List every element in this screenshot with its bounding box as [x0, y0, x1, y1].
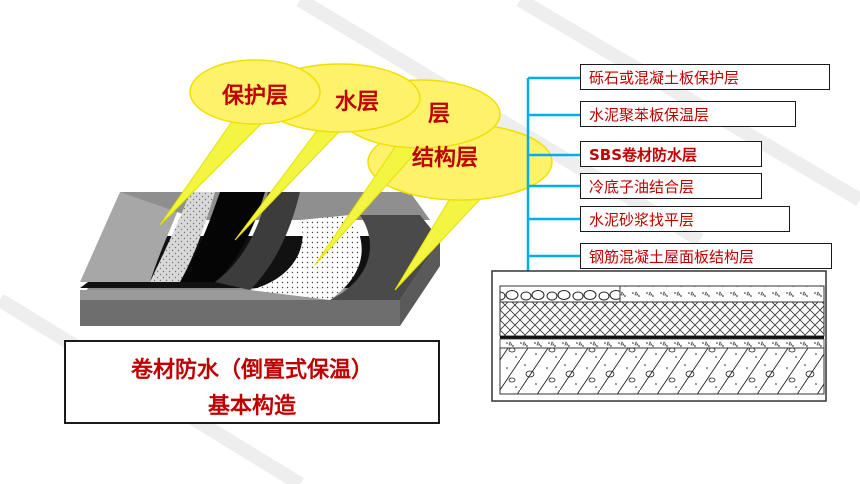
bubble-label-structure: 结构层 — [412, 146, 479, 171]
bubble-label-waterproof: 水层 — [335, 90, 380, 115]
layer-label-screed: 水泥砂浆找平层 — [580, 206, 790, 232]
bubble-label-protective: 保护层 — [222, 84, 289, 109]
cross-section-drawing — [491, 270, 827, 402]
layer-label-membrane: SBS卷材防水层 — [580, 141, 762, 167]
layer-label-slab: 钢筋混凝土屋面板结构层 — [580, 243, 832, 269]
caption-line-2: 基本构造 — [207, 394, 296, 419]
caption-line-1: 卷材防水（倒置式保温） — [130, 358, 373, 383]
layer-label-protection: 砾石或混凝土板保护层 — [580, 64, 830, 90]
callout-bubbles — [159, 59, 553, 291]
bubble-label-partial: 层 — [428, 102, 451, 127]
layer-label-primer: 冷底子油结合层 — [580, 173, 762, 199]
layer-label-insulation: 水泥聚苯板保温层 — [580, 101, 796, 127]
roof-layers-3d-model — [80, 192, 440, 326]
caption-box: 卷材防水（倒置式保温） 基本构造 — [64, 340, 440, 424]
